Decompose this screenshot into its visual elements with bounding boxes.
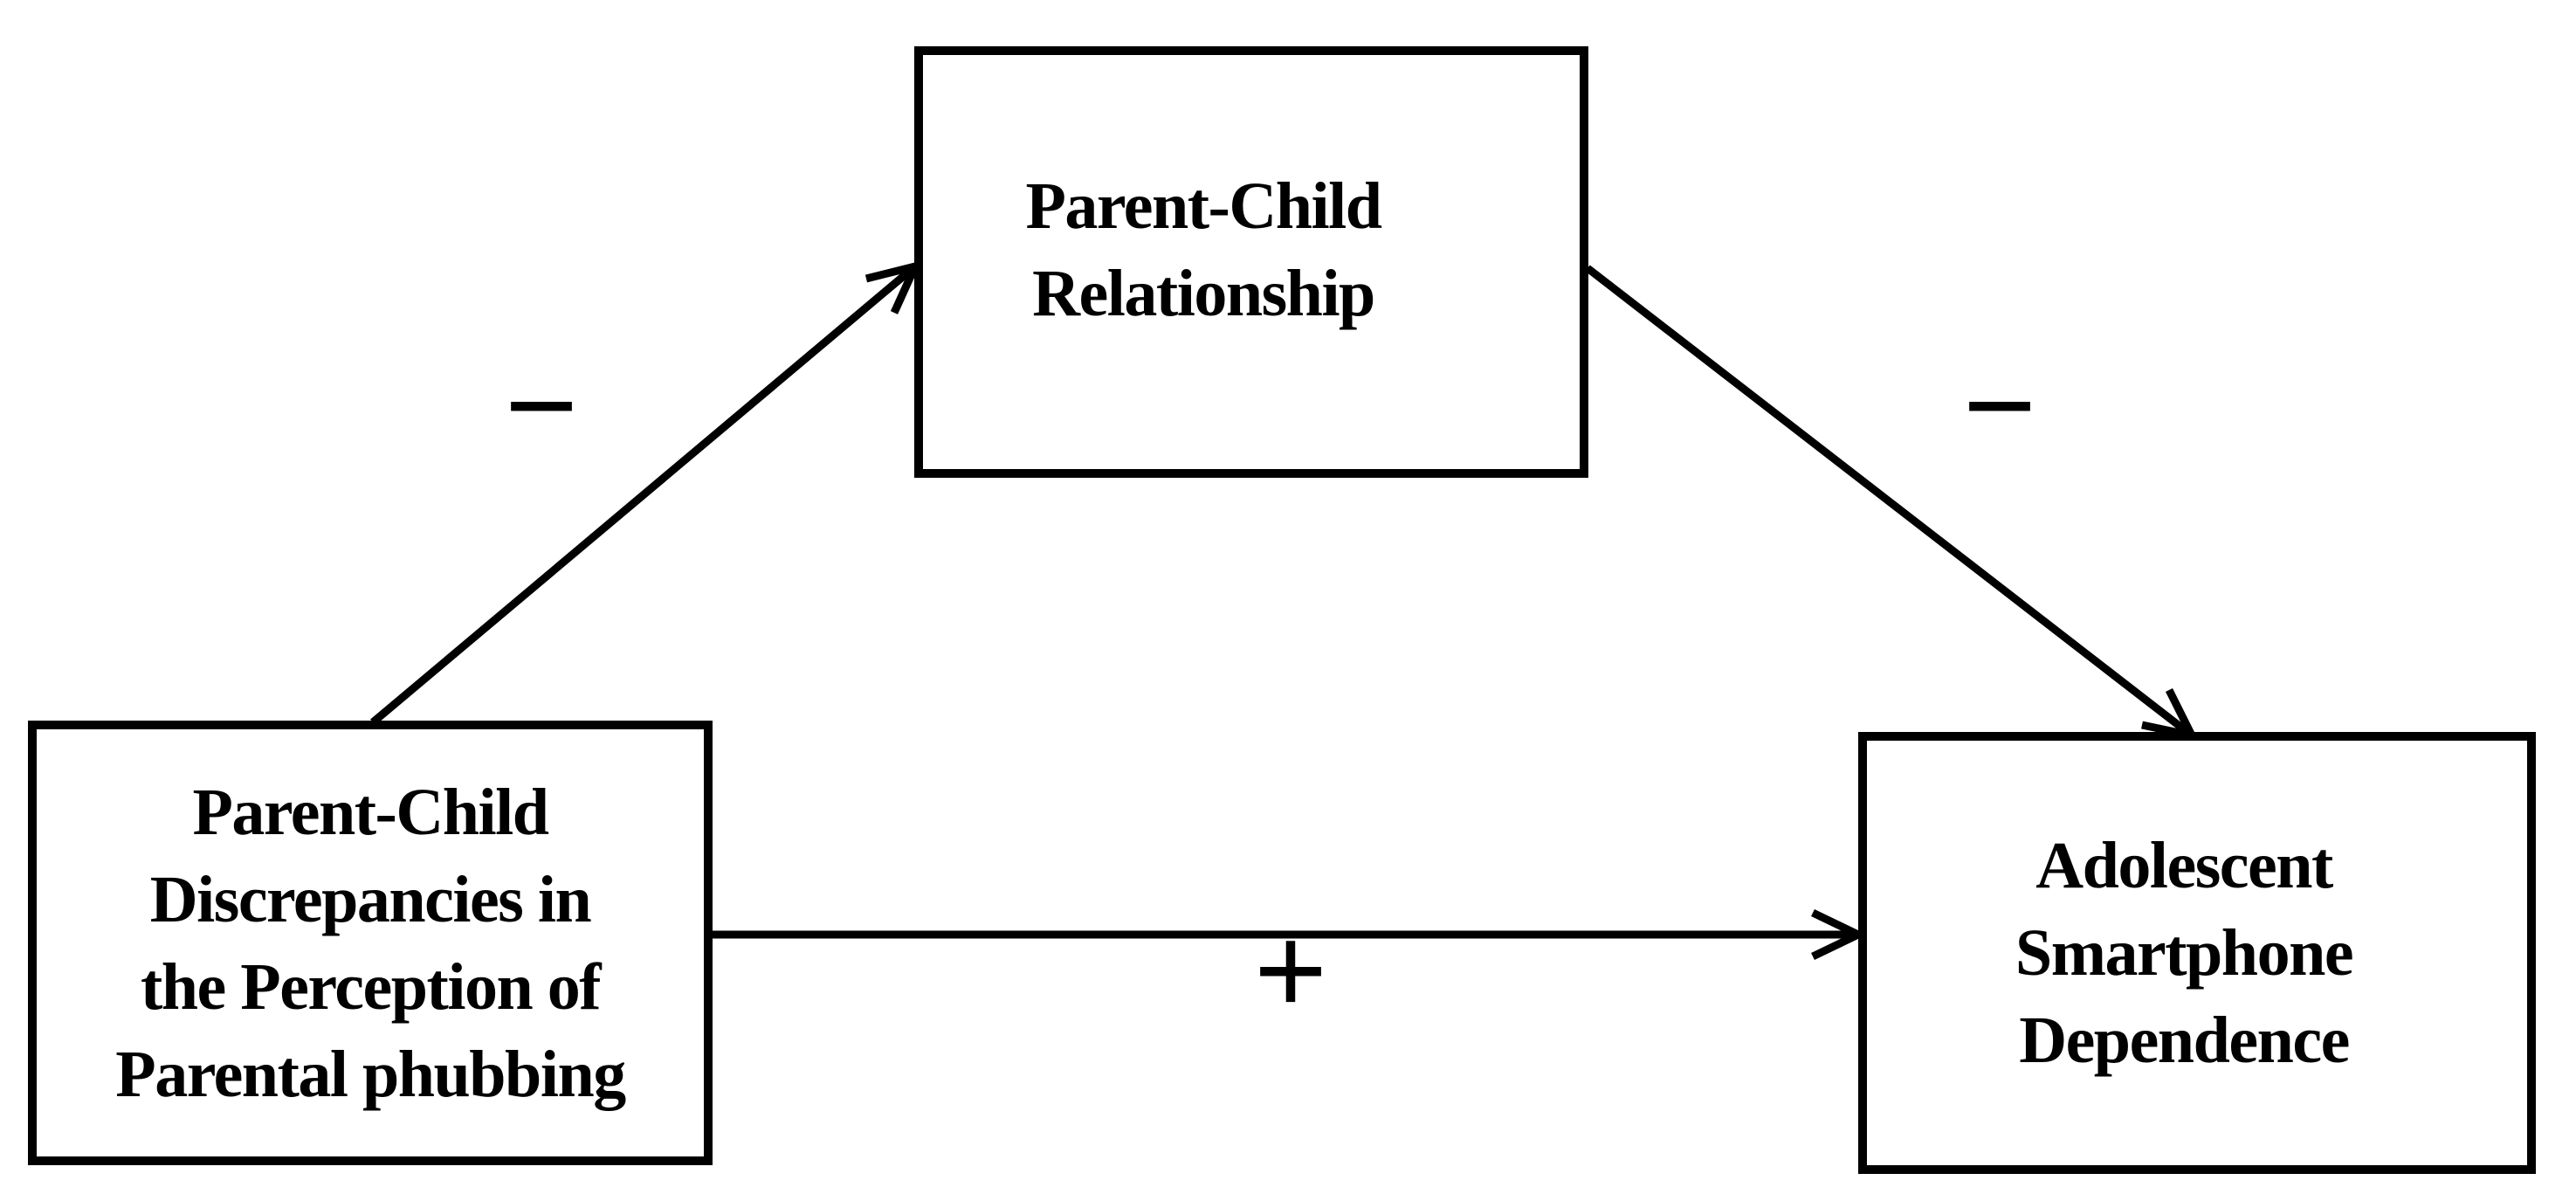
mediator-box: Parent-Child Relationship	[914, 46, 1588, 478]
path-b-sign-minus: −	[1962, 334, 2037, 479]
predictor-label: Parent-Child Discrepancies in the Percep…	[115, 775, 626, 1111]
arrow-predictor-to-mediator	[370, 262, 920, 726]
mediator-label: Parent-Child Relationship	[1025, 169, 1382, 330]
outcome-box: Adolescent Smartphone Dependence	[1858, 732, 2536, 1174]
outcome-label: Adolescent Smartphone Dependence	[2015, 829, 2354, 1077]
path-c-sign-plus: +	[1253, 899, 1328, 1044]
arrow-mediator-to-outcome	[1585, 265, 2196, 740]
arrow-predictor-to-outcome	[712, 908, 1860, 961]
path-a-sign-minus: −	[504, 334, 579, 479]
predictor-box: Parent-Child Discrepancies in the Percep…	[28, 721, 713, 1165]
